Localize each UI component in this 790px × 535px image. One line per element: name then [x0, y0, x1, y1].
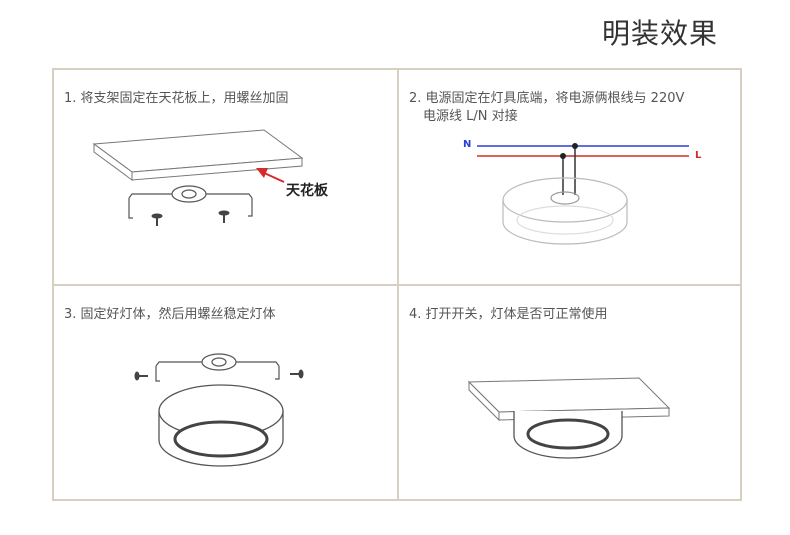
screw-icon: [134, 369, 304, 381]
step-1-illustration: [92, 129, 304, 226]
step-2-line-1: 2. 电源固定在灯具底端，将电源俩根线与 220V: [409, 91, 685, 106]
lamp-fixture: [513, 411, 623, 459]
mounting-bracket: [128, 185, 253, 219]
lamp-fixture: [158, 384, 284, 467]
step-4-text: 4. 打开开关，灯体是否可正常使用: [409, 307, 608, 322]
lamp-body: [502, 177, 628, 245]
wire-n-label: N: [463, 139, 472, 150]
screw-icon: [151, 210, 230, 226]
step-3-panel: 3. 固定好灯体，然后用螺丝稳定灯体: [54, 286, 397, 501]
step-2-illustration: [477, 143, 689, 245]
step-2-panel: 2. 电源固定在灯具底端，将电源俩根线与 220V 电源线 L/N 对接 N L: [399, 70, 742, 284]
grid-divider-vertical: [397, 70, 399, 499]
instruction-grid: 1. 将支架固定在天花板上，用螺丝加固: [52, 68, 742, 501]
step-1-panel: 1. 将支架固定在天花板上，用螺丝加固: [54, 70, 397, 284]
page-title: 明装效果: [601, 17, 718, 50]
mounting-bracket: [155, 353, 280, 382]
step-3-illustration: [134, 353, 304, 467]
step-4-illustration: [467, 377, 671, 459]
step-2-text: 2. 电源固定在灯具底端，将电源俩根线与 220V 电源线 L/N 对接: [409, 90, 684, 126]
wire-l-label: L: [695, 150, 702, 161]
ceiling-label: 天花板: [286, 183, 328, 199]
step-2-line-2: 电源线 L/N 对接: [423, 109, 518, 124]
step-3-text: 3. 固定好灯体，然后用螺丝稳定灯体: [64, 307, 276, 322]
step-4-panel: 4. 打开开关，灯体是否可正常使用: [399, 286, 742, 501]
step-1-text: 1. 将支架固定在天花板上，用螺丝加固: [64, 91, 289, 106]
ceiling-board: [92, 129, 304, 181]
ceiling-arrow-icon: [256, 168, 285, 183]
